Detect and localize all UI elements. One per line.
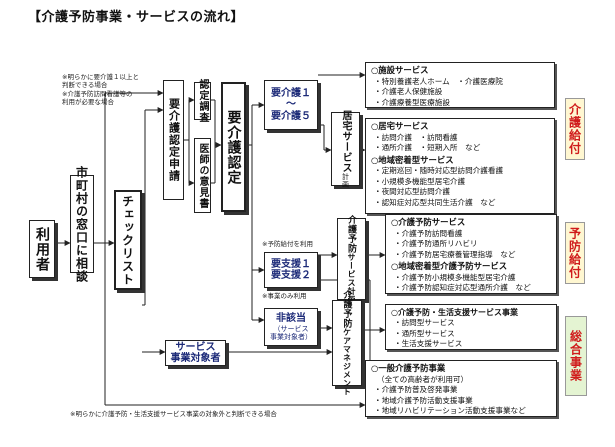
panel-item: ・地域リハビリテーション活動支援事業など bbox=[374, 406, 526, 415]
panel-shisetsu: ○施設サービス ・特別養護老人ホーム ・介護医療院 ・介護老人保健施設 ・介護療… bbox=[365, 62, 555, 108]
note-line: 判断できる場合 bbox=[62, 81, 108, 90]
panel-item: ・介護療養型医療施設 bbox=[374, 97, 450, 107]
panel-item: ・通所介護 ・短期入所 など bbox=[374, 143, 481, 153]
note-line: ※明らかに要介護１以上と bbox=[62, 73, 139, 81]
panel-item: ・介護予防通所リハビリ bbox=[394, 239, 478, 249]
kaigo15-line1: 要介護１ bbox=[271, 87, 311, 99]
note-yobo-kyufu: ※予防給付を利用 bbox=[262, 240, 313, 248]
note-line: 利用が必要な場合 bbox=[62, 98, 114, 107]
node-yobo-plan: 介護予防 サービス計画 bbox=[337, 214, 366, 304]
kaigo15-line3: 要介護５ bbox=[271, 110, 311, 122]
higaitou-line3: 事業対象者） bbox=[270, 332, 312, 341]
panel-yobo: ○介護予防サービス ・介護予防訪問看護 ・介護予防通所リハビリ ・介護予防居宅療… bbox=[385, 214, 557, 294]
badge-yobo-kyufu: 予防給付 bbox=[565, 222, 585, 284]
higaitou-line2: （サービス bbox=[273, 324, 309, 333]
panel-item: ・地域介護予防活動支援事業 bbox=[374, 395, 473, 405]
kyotaku-line2: 計画 bbox=[341, 173, 350, 188]
node-shien12: 要支援１ 要支援２ bbox=[264, 252, 318, 288]
panel-item: ・介護予防居宅療養管理指導 など bbox=[394, 249, 516, 259]
panel-item: ・介護予防訪問看護 bbox=[394, 228, 463, 238]
panel-item: ・介護予防小規模多機能型居宅介護 bbox=[394, 272, 516, 282]
kaigo15-line2: ～ bbox=[286, 99, 296, 111]
panel-item: ・生活支援サービス bbox=[394, 338, 463, 348]
node-kyotaku-plan: 居宅サービス 計画 bbox=[331, 110, 360, 188]
panel-ippan: ○一般介護予防事業 （全ての高齢者が利用可） ・介護予防普及啓発事業 ・地域介護… bbox=[365, 360, 557, 417]
panel-header: ○施設サービス bbox=[371, 65, 429, 75]
node-ikensho: 医師の意見書 bbox=[194, 138, 211, 213]
panel-header: ○一般介護予防事業 bbox=[371, 363, 446, 373]
node-nintei: 要介護認定 bbox=[221, 82, 246, 212]
node-checklist: チェックリスト bbox=[114, 190, 142, 290]
panel-kyotaku: ○居宅サービス ・訪問介護 ・訪問看護 ・通所介護 ・短期入所 など ○地域密着… bbox=[365, 118, 555, 214]
badge-kaigo-kyufu: 介護給付 bbox=[565, 98, 585, 160]
panel-item: ・介護予防認知症対応型通所介護 など bbox=[394, 283, 531, 293]
yobo-plan-line2: サービス計画 bbox=[347, 252, 356, 304]
node-chousa: 認定調査 bbox=[194, 79, 211, 123]
kyotaku-line1: 居宅サービス bbox=[340, 110, 351, 173]
panel-intro: （全ての高齢者が利用可） bbox=[377, 374, 469, 384]
panel-header: ○居宅サービス bbox=[371, 121, 429, 131]
page-title: 【介護予防事業・サービスの流れ】 bbox=[28, 10, 245, 25]
node-taishosha: サービス 事業対象者 bbox=[165, 340, 226, 366]
node-higaitou: 非該当 （サービス 事業対象者） bbox=[264, 308, 318, 346]
note-line: ※介護予防訪問看護等の bbox=[62, 89, 133, 98]
panel-item: ・通所型サービス bbox=[394, 328, 455, 338]
note-bottom: ※明らかに介護予防・生活支援サービス事業の対象外と判断できる場合 bbox=[70, 410, 277, 418]
node-shinsei: 要介護認定申請 bbox=[163, 80, 184, 200]
node-madoguchi: 市町村の窓口に相談 bbox=[70, 166, 94, 283]
panel-item: ・介護老人保健施設 bbox=[374, 87, 443, 97]
panel-header: ○介護予防サービス bbox=[391, 217, 466, 227]
shien12-line2: 要支援２ bbox=[271, 270, 311, 281]
node-kaigo15: 要介護１ ～ 要介護５ bbox=[264, 80, 318, 130]
panel-subheader: ○地域密着型サービス bbox=[371, 154, 454, 165]
taishosha-line1: サービス bbox=[175, 341, 216, 353]
panel-seikatsu: ○介護予防・生活支援サービス事業 ・訪問型サービス ・通所型サービス ・生活支援… bbox=[385, 304, 557, 350]
panel-header: ○介護予防・生活支援サービス事業 bbox=[391, 308, 518, 317]
node-riyousha: 利用者 bbox=[29, 220, 55, 278]
panel-item: ・認知症対応型共同生活介護 など bbox=[374, 197, 496, 207]
panel-item: ・介護予防普及啓発事業 bbox=[374, 385, 458, 395]
note-jigyo-only: ※事業のみ利用 bbox=[262, 292, 307, 300]
shien12-line1: 要支援１ bbox=[271, 258, 311, 270]
panel-item: ・夜間対応型訪問介護 bbox=[374, 187, 450, 197]
badge-sougou: 総合事業 bbox=[565, 316, 587, 396]
panel-item: ・小規模多機能型居宅介護 bbox=[374, 176, 466, 186]
taishosha-line2: 事業対象者 bbox=[170, 353, 221, 364]
panel-item: ・特別養護老人ホーム ・介護医療院 bbox=[374, 76, 503, 86]
caremanage-line2: ケアマネジメント bbox=[342, 328, 352, 396]
panel-item: ・定期巡回・随時対応型訪問介護看護 bbox=[374, 166, 504, 176]
panel-item: ・訪問介護 ・訪問看護 bbox=[374, 132, 458, 142]
higaitou-line1: 非該当 bbox=[276, 313, 306, 325]
yobo-plan-line1: 介護予防 bbox=[346, 214, 356, 253]
panel-subheader: ○地域密着型介護予防サービス bbox=[391, 261, 508, 271]
node-caremanage: 介護予防 ケアマネジメント bbox=[332, 290, 362, 396]
caremanage-line1: 介護予防 bbox=[341, 290, 352, 328]
note-kaigo: ※明らかに要介護１以上と 判断できる場合 ※介護予防訪問看護等の 利用が必要な場… bbox=[62, 73, 139, 107]
panel-item: ・訪問型サービス bbox=[394, 318, 455, 328]
